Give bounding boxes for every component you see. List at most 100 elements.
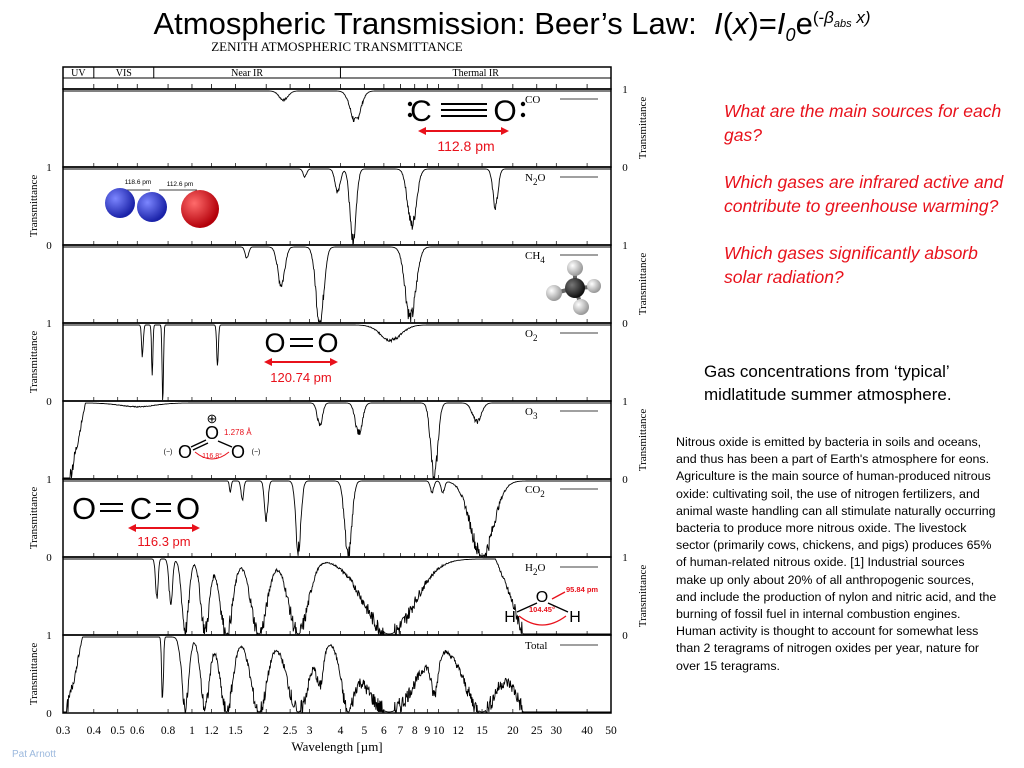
y-axis-label: Transmittance bbox=[28, 175, 40, 238]
co-atom-c: C bbox=[410, 95, 432, 128]
n2o-length-1: 118.6 pm bbox=[125, 179, 152, 186]
co2-bond-length: 116.3 pm bbox=[137, 534, 190, 549]
x-tick-label: 0.6 bbox=[130, 725, 145, 737]
y-axis-label: Transmittance bbox=[28, 331, 40, 394]
h2o-molecule: O H H 95.84 pm 104.45° bbox=[504, 585, 598, 626]
x-tick-label: 0.8 bbox=[161, 725, 176, 737]
co2-molecule: O C O 116.3 pm bbox=[72, 491, 200, 549]
y-tick-label-0: 0 bbox=[46, 396, 52, 408]
o3-atom-center: O bbox=[205, 423, 219, 443]
x-tick-label: 4 bbox=[338, 725, 344, 737]
transmittance-curve bbox=[63, 558, 611, 636]
transmittance-curve bbox=[63, 246, 611, 323]
series-label: CH4 bbox=[525, 250, 545, 265]
x-tick-label: 2.5 bbox=[283, 725, 298, 737]
credit: Pat Arnott bbox=[12, 749, 56, 760]
question-2: Which gases are infrared active and cont… bbox=[724, 172, 1004, 216]
x-tick-label: 6 bbox=[381, 725, 387, 737]
y-tick-label-0: 0 bbox=[622, 318, 628, 330]
y-tick-label-0: 0 bbox=[622, 474, 628, 486]
eq-close: )= bbox=[748, 6, 777, 41]
y-tick-label-1: 1 bbox=[46, 630, 52, 642]
h2o-atom-h-left: H bbox=[504, 609, 516, 626]
x-axis-label: Wavelength [µm] bbox=[291, 739, 382, 754]
slide-title: Atmospheric Transmission: Beer’s Law: I(… bbox=[0, 6, 1024, 46]
y-tick-label-1: 1 bbox=[622, 240, 628, 252]
x-tick-label: 50 bbox=[605, 725, 617, 737]
x-tick-label: 10 bbox=[433, 725, 445, 737]
transmittance-curve bbox=[63, 324, 611, 401]
question-3: Which gases significantly absorb solar r… bbox=[724, 243, 978, 287]
eq-I: I bbox=[714, 6, 723, 41]
transmittance-curve bbox=[63, 168, 611, 245]
n2o-molecule: 118.6 pm 112.6 pm bbox=[105, 179, 219, 228]
x-tick-label: 7 bbox=[398, 725, 404, 737]
eq-open: ( bbox=[722, 6, 733, 41]
y-axis-label: Transmittance bbox=[637, 97, 649, 160]
o3-bond-angle: 116.8° bbox=[202, 452, 222, 460]
co2-atom-c: C bbox=[130, 491, 152, 526]
y-axis-label: Transmittance bbox=[637, 253, 649, 316]
y-tick-label-1: 1 bbox=[46, 162, 52, 174]
band-label: VIS bbox=[116, 68, 132, 79]
panel-8: Total 1 0 Transmittance bbox=[28, 630, 612, 720]
eq-exp-open: (- bbox=[812, 7, 825, 27]
title-text: Atmospheric Transmission: Beer’s Law: bbox=[153, 6, 697, 41]
x-tick-label: 0.5 bbox=[111, 725, 126, 737]
eq-e: e bbox=[795, 6, 813, 41]
eq-exp-close: x) bbox=[851, 7, 871, 27]
y-tick-label-0: 0 bbox=[622, 630, 628, 642]
series-label: Total bbox=[525, 640, 547, 652]
x-tick-label: 40 bbox=[581, 725, 593, 737]
co2-atom-o1: O bbox=[72, 491, 96, 526]
y-tick-label-1: 1 bbox=[46, 474, 52, 486]
x-tick-label: 25 bbox=[531, 725, 543, 737]
h2o-atom-h-right: H bbox=[569, 609, 581, 626]
y-tick-label-0: 0 bbox=[622, 162, 628, 174]
panels: CO10TransmittanceN2O10TransmittanceCH410… bbox=[28, 84, 649, 720]
o2-bond-length: 120.74 pm bbox=[270, 370, 331, 385]
o3-bond-length: 1.278 Å bbox=[224, 428, 252, 437]
ch4-molecule bbox=[546, 260, 601, 315]
x-tick-label: 12 bbox=[452, 725, 464, 737]
series-label: CO bbox=[525, 94, 540, 106]
transmittance-curve bbox=[63, 480, 611, 558]
question-1: What are the main sources for each gas? bbox=[724, 101, 1002, 145]
x-tick-label: 1 bbox=[189, 725, 195, 737]
y-tick-label-1: 1 bbox=[622, 396, 628, 408]
transmittance-curve bbox=[63, 402, 611, 479]
x-tick-label: 3 bbox=[307, 725, 313, 737]
series-label: N2O bbox=[525, 172, 545, 187]
y-axis-label: Transmittance bbox=[637, 565, 649, 628]
y-tick-label-1: 1 bbox=[46, 318, 52, 330]
o3-charge-plus: ⊕ bbox=[207, 411, 218, 426]
x-tick-label: 20 bbox=[507, 725, 519, 737]
panel-3: CH4 1 0 Transmittance bbox=[62, 240, 649, 330]
y-axis-label: Transmittance bbox=[28, 643, 40, 706]
y-tick-label-0: 0 bbox=[46, 708, 52, 720]
y-tick-label-0: 0 bbox=[46, 240, 52, 252]
x-tick-label: 1.2 bbox=[204, 725, 219, 737]
x-tick-label: 2 bbox=[263, 725, 269, 737]
y-tick-label-1: 1 bbox=[622, 84, 628, 96]
y-axis-label: Transmittance bbox=[28, 487, 40, 550]
panel-frame bbox=[62, 634, 612, 714]
o2-molecule: O O 120.74 pm bbox=[264, 328, 339, 385]
x-tick-label: 8 bbox=[412, 725, 418, 737]
eq-I0: I bbox=[776, 6, 786, 41]
n2o-length-2: 112.6 pm bbox=[167, 181, 194, 188]
o3-molecule: ⊕ O O O (−) (−) 1.278 Å 116.8° bbox=[164, 411, 261, 462]
h2o-bond-length: 95.84 pm bbox=[566, 585, 598, 594]
y-tick-label-1: 1 bbox=[622, 552, 628, 564]
chart-title: ZENITH ATMOSPHERIC TRANSMITTANCE bbox=[211, 39, 463, 54]
o3-atom-right: O bbox=[231, 442, 245, 462]
o2-atom-2: O bbox=[317, 328, 338, 358]
eq-abs: abs bbox=[833, 18, 852, 31]
x-tick-label: 30 bbox=[551, 725, 563, 737]
series-label: O2 bbox=[525, 328, 537, 343]
x-tick-label: 0.3 bbox=[56, 725, 71, 737]
